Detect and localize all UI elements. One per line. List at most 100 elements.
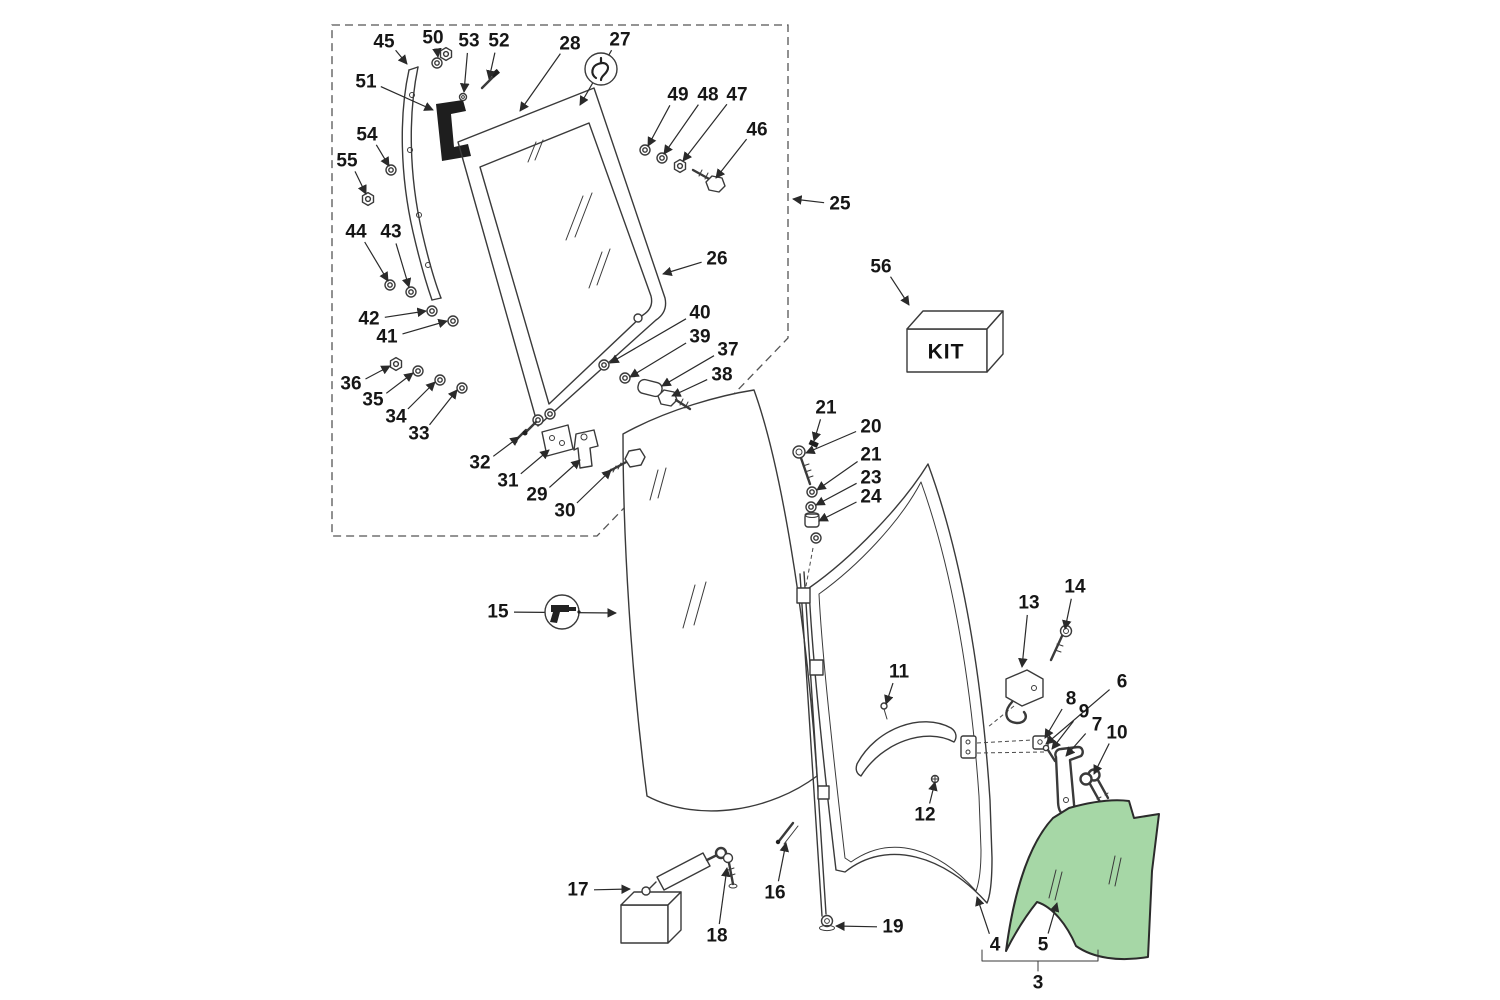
callout-label-56: 56	[870, 257, 891, 278]
callout-label-51: 51	[355, 72, 377, 93]
callout-leader-4	[975, 896, 990, 934]
callout-label-17: 17	[567, 880, 588, 901]
callout-leader-52	[486, 52, 496, 80]
callout-label-10: 10	[1106, 723, 1127, 744]
window-glass-panes	[457, 87, 667, 427]
kit-box: KIT	[906, 310, 1004, 373]
callout-leader-49	[647, 105, 671, 147]
callout-leader-25	[792, 195, 825, 205]
hinge-pillar	[796, 571, 835, 932]
callout-label-19: 19	[882, 917, 903, 938]
retaining-pin	[775, 821, 799, 845]
callout-label-12: 12	[914, 805, 935, 826]
callout-leader-17	[593, 884, 631, 894]
callout-leader-38	[671, 379, 708, 397]
icon-badges	[544, 52, 618, 630]
callout-leader-45	[395, 49, 408, 65]
callout-label-27: 27	[609, 30, 630, 51]
callout-label-16: 16	[764, 883, 785, 904]
callout-leader-36	[365, 365, 391, 380]
callout-leader-41	[402, 318, 448, 335]
callout-label-28: 28	[559, 34, 580, 55]
callout-leader-54	[375, 144, 390, 167]
callout-label-8: 8	[1066, 689, 1077, 710]
callout-leader-10	[1093, 743, 1110, 775]
callout-label-30: 30	[554, 501, 575, 522]
callout-label-26: 26	[706, 249, 727, 270]
callout-label-49: 49	[667, 85, 688, 106]
callout-leader-9	[1051, 720, 1074, 750]
door-latch-striker	[1005, 669, 1044, 725]
callout-leader-24	[818, 501, 857, 522]
callout-leader-56	[889, 276, 910, 306]
gas-strut-assembly	[620, 846, 738, 944]
callout-leader-35	[385, 372, 414, 394]
callout-leader-51	[380, 86, 434, 111]
callout-label-24: 24	[860, 487, 882, 508]
glue-gun-icon	[544, 594, 581, 630]
callout-leader-5	[1047, 902, 1060, 934]
dashed-boundary-box	[331, 24, 789, 537]
callout-label-37: 37	[717, 340, 738, 361]
callout-leader-55	[354, 171, 367, 195]
callout-label-25: 25	[829, 194, 851, 215]
callout-label-35: 35	[362, 390, 384, 411]
callout-label-23: 23	[860, 468, 881, 489]
hinge-bolt-stack	[792, 439, 822, 587]
group-bracket-3	[981, 949, 1099, 972]
callout-label-32: 32	[469, 453, 490, 474]
callout-label-6: 6	[1117, 672, 1128, 693]
callout-label-55: 55	[336, 151, 358, 172]
callout-label-15: 15	[487, 602, 509, 623]
callout-leader-33	[429, 389, 458, 426]
callout-label-29: 29	[526, 485, 547, 506]
corner-bracket	[436, 100, 471, 161]
callout-label-45: 45	[373, 32, 395, 53]
callout-label-21: 21	[815, 398, 837, 419]
kit-label: KIT	[928, 341, 965, 364]
callout-leader-16	[777, 842, 790, 882]
hinge-mount-parts	[512, 420, 646, 476]
fender-panel-shape	[1005, 799, 1160, 961]
callout-label-41: 41	[376, 327, 398, 348]
callout-leader-6	[1045, 689, 1110, 745]
callout-leader-31	[520, 449, 550, 475]
callout-leader-12	[928, 781, 938, 804]
callout-label-47: 47	[726, 85, 747, 106]
callout-leader-18	[718, 867, 731, 925]
callout-leader-30	[576, 469, 612, 504]
callout-label-33: 33	[408, 424, 429, 445]
callout-label-20: 20	[860, 417, 881, 438]
callout-leader-28	[519, 53, 561, 112]
callout-label-18: 18	[706, 926, 727, 947]
callout-leader-19	[835, 921, 878, 931]
hook-icon	[584, 52, 618, 86]
callout-label-50: 50	[422, 28, 443, 49]
fender-panel-highlighted	[1005, 799, 1160, 961]
callout-label-9: 9	[1079, 702, 1090, 723]
callout-leader-7	[1065, 733, 1087, 757]
callout-leader-44	[364, 241, 389, 282]
callout-leader-32	[492, 436, 520, 457]
callout-label-53: 53	[458, 31, 479, 52]
callout-label-3: 3	[1033, 973, 1044, 994]
callout-label-36: 36	[340, 374, 361, 395]
callout-label-7: 7	[1092, 715, 1103, 736]
callout-leader-47	[682, 103, 728, 162]
callout-label-13: 13	[1018, 593, 1039, 614]
callout-label-40: 40	[689, 303, 710, 324]
callout-leader-26	[662, 261, 702, 277]
callout-label-44: 44	[345, 222, 367, 243]
callout-label-39: 39	[689, 327, 710, 348]
callout-leader-21	[816, 461, 858, 491]
callout-label-5: 5	[1038, 935, 1049, 956]
callout-leader-21	[811, 419, 822, 442]
callout-leader-37	[661, 355, 715, 387]
callout-label-34: 34	[385, 407, 407, 428]
callout-label-54: 54	[356, 125, 378, 146]
callout-leader-50	[432, 47, 442, 58]
callout-leader-39	[629, 342, 687, 378]
callout-label-4: 4	[990, 935, 1001, 956]
